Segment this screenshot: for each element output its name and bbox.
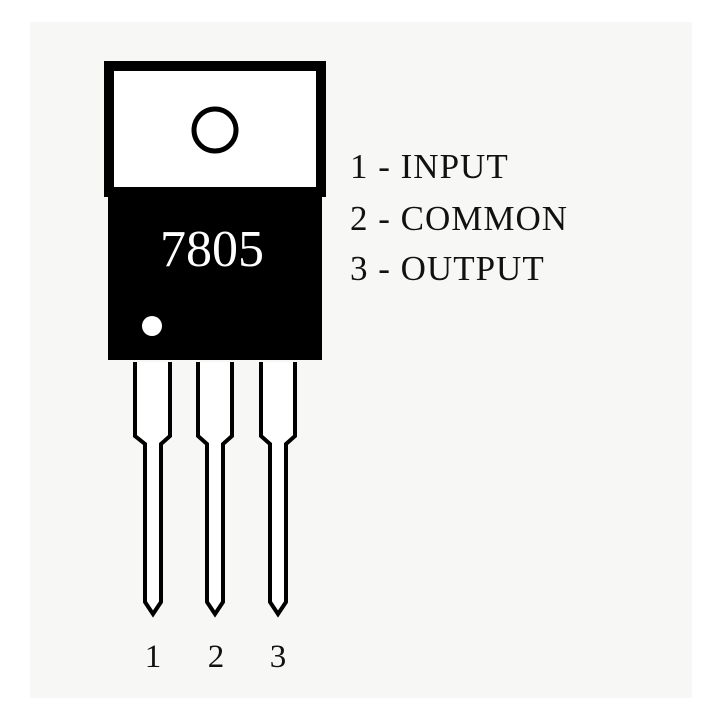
pin-3-lead bbox=[259, 362, 297, 618]
part-number-label: 7805 bbox=[160, 221, 264, 278]
pin-label-1: 1 bbox=[145, 639, 162, 675]
pin-label-3: 3 bbox=[270, 639, 287, 675]
pin1-indicator-dot bbox=[142, 316, 162, 336]
regulator-body bbox=[108, 190, 322, 360]
pin-label-2: 2 bbox=[208, 639, 225, 675]
legend-item-output: 3 - OUTPUT bbox=[350, 249, 545, 288]
pin-2-lead bbox=[196, 362, 234, 618]
pin-1-lead bbox=[133, 362, 172, 618]
heatsink-tab bbox=[104, 61, 326, 197]
legend-item-input: 1 - INPUT bbox=[350, 147, 509, 186]
legend-item-common: 2 - COMMON bbox=[350, 199, 568, 238]
mounting-hole bbox=[191, 106, 239, 154]
